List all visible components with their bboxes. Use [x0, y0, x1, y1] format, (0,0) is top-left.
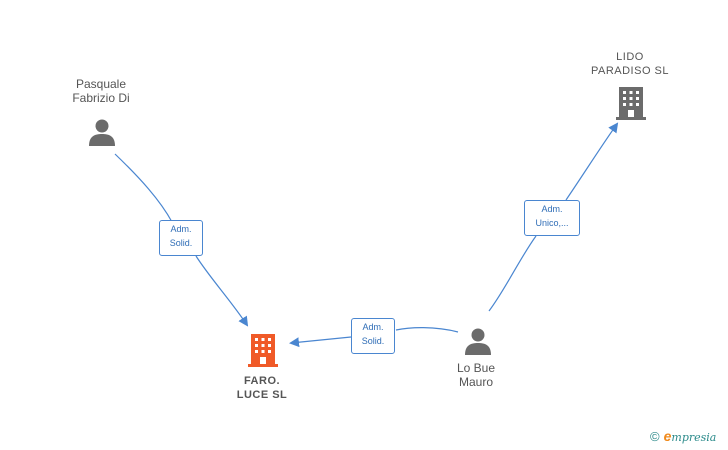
building-icon-highlight[interactable]	[247, 332, 279, 373]
edge-label-lobue-lido[interactable]: Adm. Unico,...	[524, 200, 580, 236]
node-label-pasquale: Pasquale Fabrizio Di	[72, 77, 130, 105]
node-label-lobue: Lo Bue Mauro	[456, 361, 496, 389]
edge-pasquale-faro	[114, 153, 247, 325]
person-icon[interactable]	[87, 117, 117, 152]
edge-lobue-faro	[291, 327, 459, 343]
empresia-logo: © empresia	[650, 428, 717, 444]
node-label-faro: FARO. LUCE SL	[236, 375, 288, 401]
copyright-symbol: ©	[650, 428, 660, 444]
person-icon[interactable]	[463, 326, 493, 361]
edge-lobue-lido	[488, 124, 617, 312]
node-label-lido: LIDO PARADISO SL	[590, 51, 670, 77]
edge-label-lobue-faro[interactable]: Adm. Solid.	[351, 318, 395, 354]
edge-label-pasquale-faro[interactable]: Adm. Solid.	[159, 220, 203, 256]
building-icon[interactable]	[615, 85, 647, 126]
